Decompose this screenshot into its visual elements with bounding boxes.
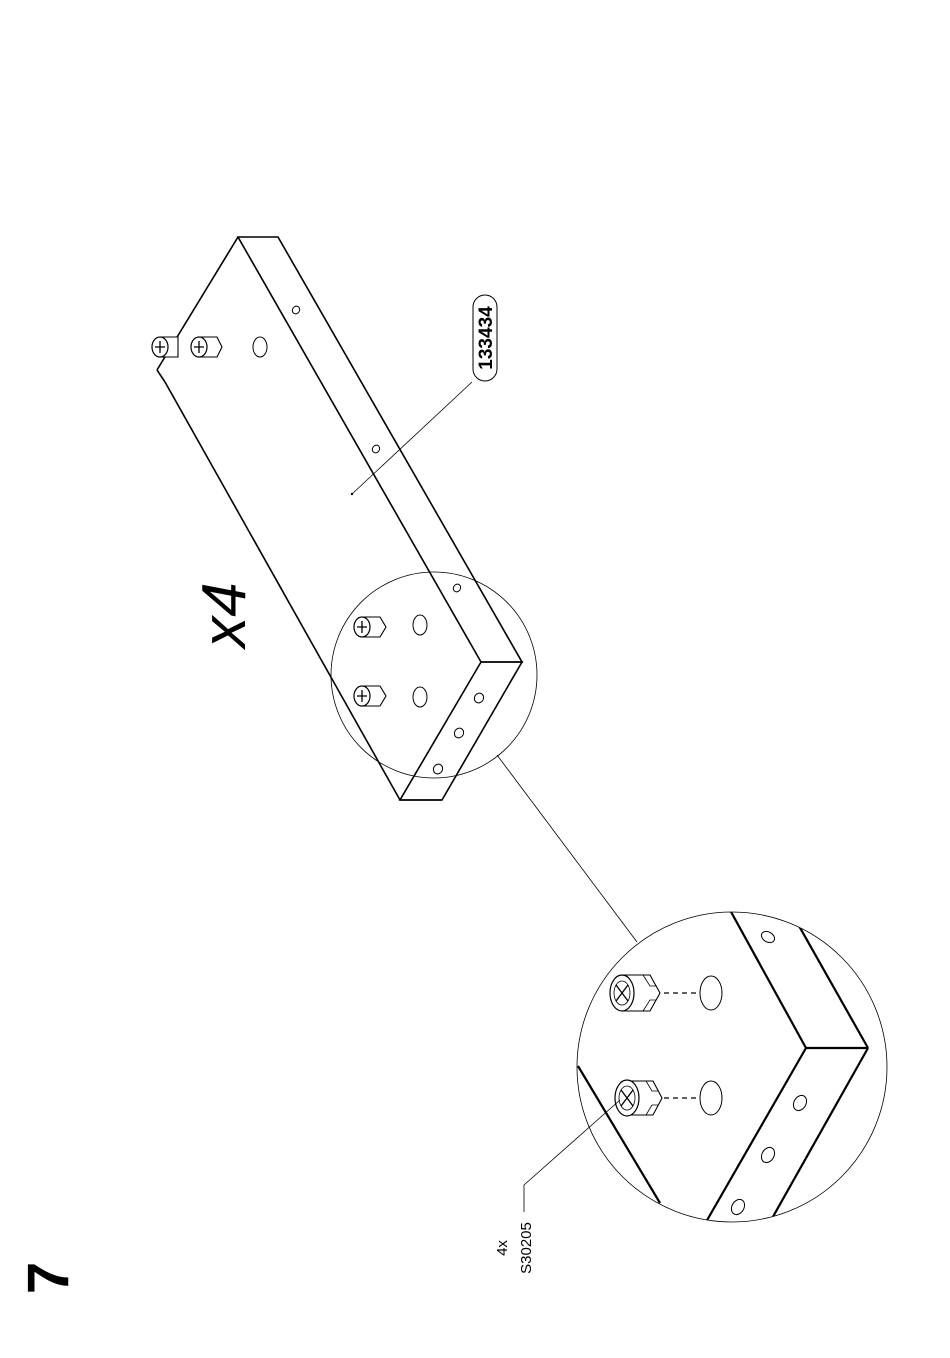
step-number: 7 <box>16 1262 81 1294</box>
cam-lock-fitting <box>610 975 660 1011</box>
cam-lock-fitting <box>354 617 386 637</box>
fitting-leader-line <box>524 1100 620 1212</box>
cam-lock-fitting <box>191 337 222 357</box>
detail-callout-circle <box>331 572 537 778</box>
cam-lock-fitting <box>615 1080 662 1116</box>
fitting-part-number: S30205 <box>518 1222 535 1274</box>
quantity-multiplier: x4 <box>190 582 259 650</box>
panel-part-number: 133434 <box>476 306 497 370</box>
cam-lock-fitting <box>152 337 178 357</box>
cam-lock-fitting <box>354 686 386 706</box>
part-number-label: 133434 <box>473 295 497 381</box>
fitting-quantity: 4x <box>494 1240 511 1256</box>
detail-connector-line <box>497 755 637 942</box>
